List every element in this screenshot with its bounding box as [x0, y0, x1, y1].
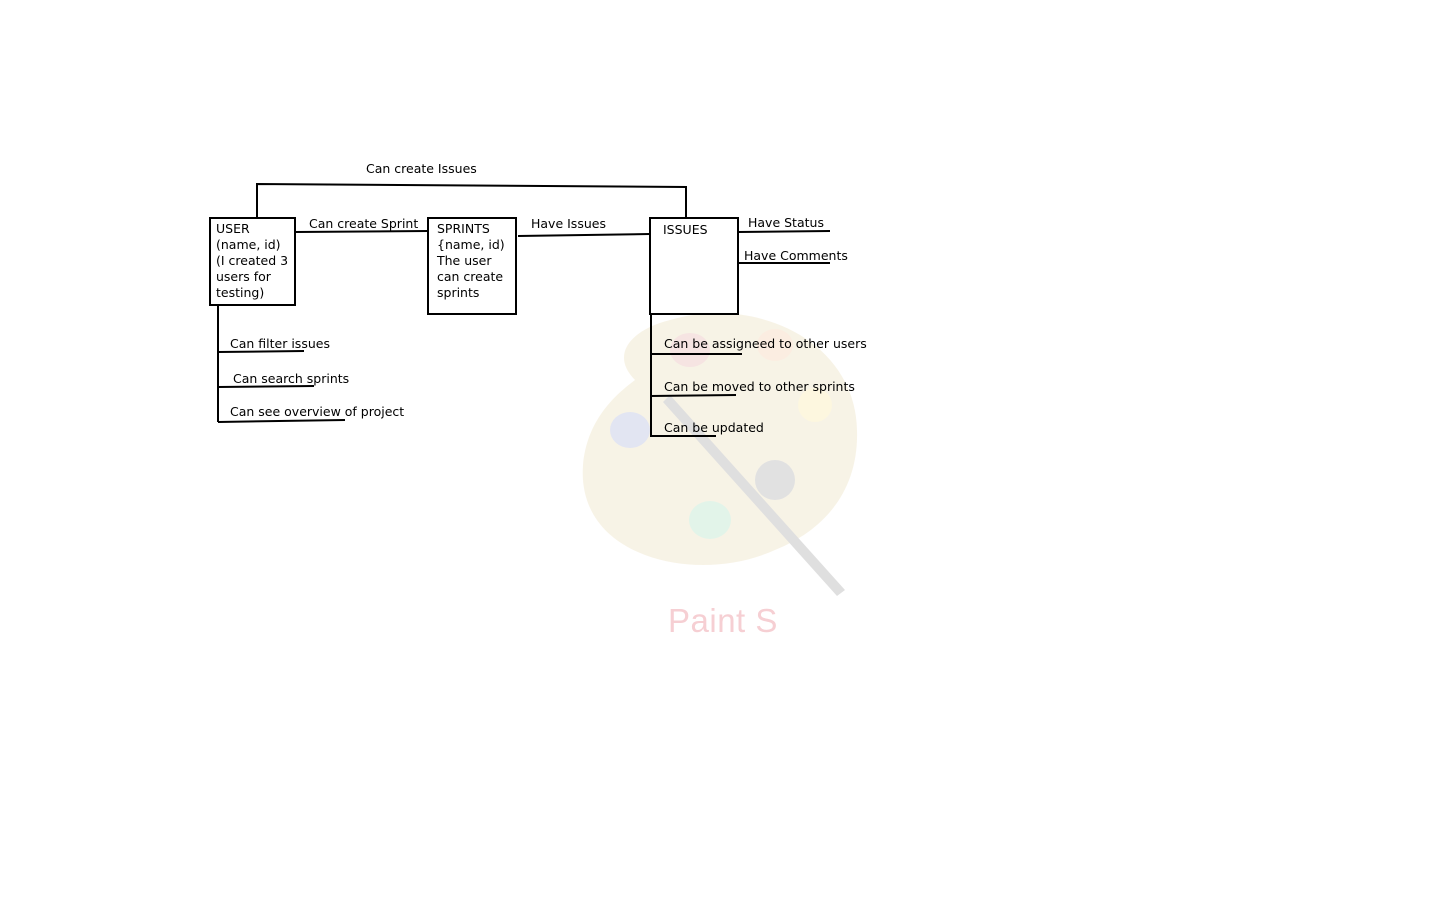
user-entity-line: (I created 3	[216, 253, 289, 268]
issues-entity-line: ISSUES	[663, 222, 708, 237]
watermark-text: Paint S	[668, 602, 778, 639]
label-can-create-issues: Can create Issues	[366, 161, 477, 176]
issues-entity-box: ISSUES	[649, 217, 739, 315]
sprints-entity-line: {name, id)	[437, 237, 505, 252]
issue-ability-label: Can be updated	[664, 420, 764, 435]
user-entity-line: users for	[216, 269, 271, 284]
edge-user-issues	[256, 182, 687, 219]
sprints-entity-line: SPRINTS	[437, 221, 490, 236]
sprints-entity-line: sprints	[437, 285, 480, 300]
user-ability-label: Can filter issues	[230, 336, 330, 351]
edge-user-sprints	[295, 230, 429, 233]
sprints-entity-line: The user	[437, 253, 492, 268]
label-can-create-sprint: Can create Sprint	[309, 216, 419, 231]
user-entity-line: (name, id)	[216, 237, 281, 252]
user-ability-label: Can search sprints	[233, 371, 350, 386]
user-entity-line: testing)	[216, 285, 265, 300]
issue-ability-label: Can be moved to other sprints	[664, 379, 855, 394]
user-ability-branch-3	[217, 419, 346, 423]
issue-ability-label: Can be assigneed to other users	[664, 336, 867, 351]
user-ability-branch-1	[217, 350, 305, 353]
user-entity-box: USER (name, id) (I created 3 users for t…	[209, 217, 296, 306]
edge-sprints-issues	[517, 233, 651, 237]
issue-attribute-label: Have Comments	[744, 248, 848, 263]
label-have-issues: Have Issues	[531, 216, 606, 231]
issue-attribute-label: Have Status	[748, 215, 824, 230]
issue-attribute-branch-1	[737, 230, 831, 233]
user-ability-label: Can see overview of project	[230, 404, 405, 419]
user-entity-line: USER	[216, 221, 250, 236]
issue-ability-branch-2	[650, 394, 737, 397]
user-ability-branch-2	[217, 385, 315, 388]
sprints-entity-box: SPRINTS {name, id) The user can create s…	[427, 217, 517, 315]
sprints-entity-line: can create	[437, 269, 504, 284]
